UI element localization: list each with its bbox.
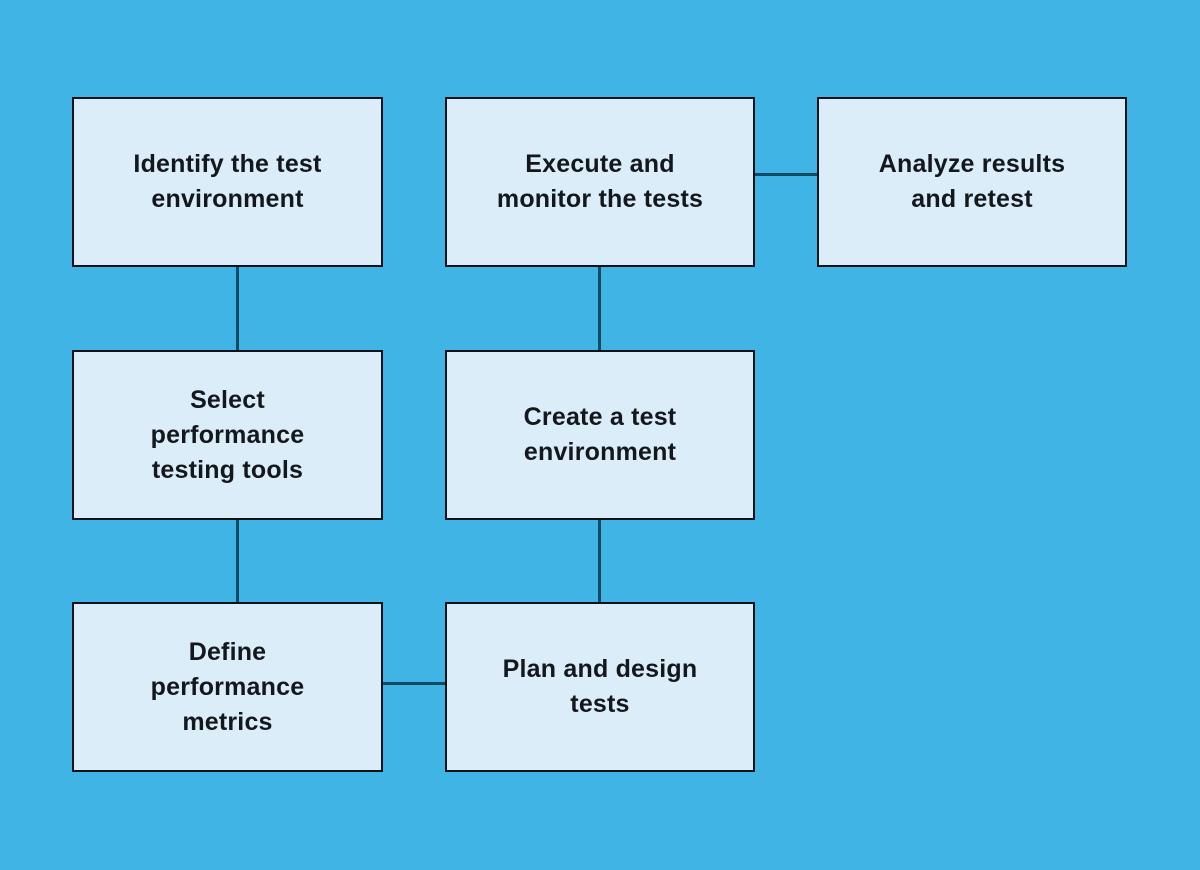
flow-node-execute-and-monitor-tests: Execute and monitor the tests: [445, 97, 755, 267]
flow-node-define-performance-metrics: Define performance metrics: [72, 602, 383, 772]
connector-select-to-define: [236, 519, 239, 602]
flow-node-select-performance-testing-tools: Select performance testing tools: [72, 350, 383, 520]
connector-identify-to-select: [236, 267, 239, 350]
connector-create-to-execute: [598, 267, 601, 350]
flow-node-create-test-environment: Create a test environment: [445, 350, 755, 520]
node-label-analyze-results-and-retest: Analyze results and retest: [878, 150, 1066, 213]
connector-define-to-plan: [383, 682, 445, 685]
flow-node-analyze-results-and-retest: Analyze results and retest: [817, 97, 1127, 267]
flow-node-identify-test-environment: Identify the test environment: [72, 97, 383, 267]
node-label-identify-test-environment: Identify the test environment: [133, 150, 322, 213]
node-label-define-performance-metrics: Define performance metrics: [150, 637, 305, 736]
node-label-plan-and-design-tests: Plan and design tests: [502, 655, 698, 718]
node-label-execute-and-monitor-tests: Execute and monitor the tests: [496, 150, 704, 213]
flow-node-plan-and-design-tests: Plan and design tests: [445, 602, 755, 772]
node-label-select-performance-testing-tools: Select performance testing tools: [150, 385, 305, 484]
connector-plan-to-create: [598, 519, 601, 602]
connector-execute-to-analyze: [755, 173, 817, 176]
node-label-create-test-environment: Create a test environment: [523, 403, 677, 466]
